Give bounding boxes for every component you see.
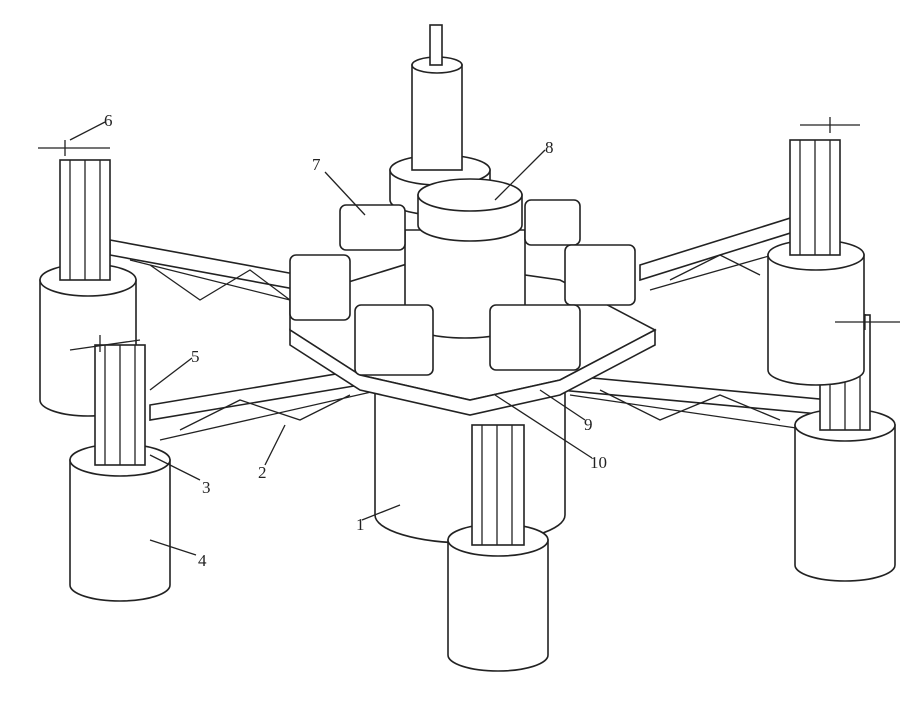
label-5: 5 [191, 347, 200, 366]
label-10: 10 [590, 453, 607, 472]
label-9: 9 [584, 415, 593, 434]
label-8: 8 [545, 138, 554, 157]
label-4: 4 [198, 551, 207, 570]
label-1: 1 [356, 515, 365, 534]
label-7: 7 [312, 155, 321, 174]
label-3: 3 [202, 478, 211, 497]
label-2: 2 [258, 463, 267, 482]
label-6: 6 [104, 111, 113, 130]
